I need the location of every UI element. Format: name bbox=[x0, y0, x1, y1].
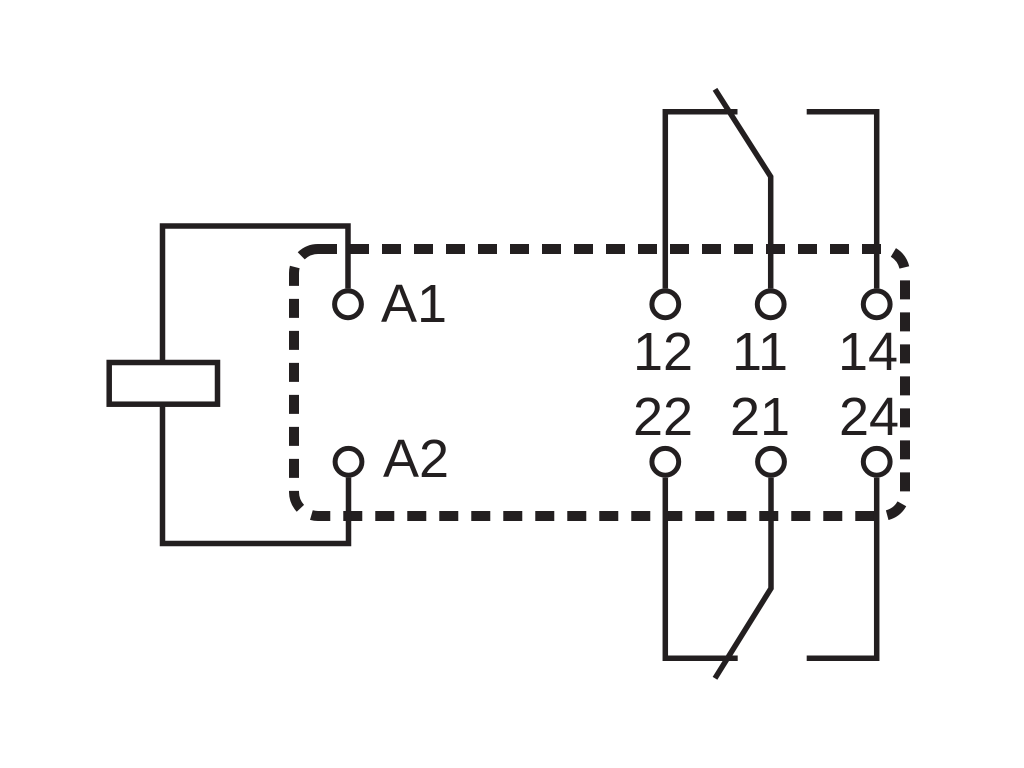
coil-symbol bbox=[106, 359, 221, 407]
relay-body-outline bbox=[289, 244, 910, 521]
coil-wire-lower bbox=[159, 404, 352, 547]
contact2-nc-wire-22 bbox=[662, 477, 738, 662]
terminal-14-circle bbox=[860, 288, 893, 321]
contact2-common-wire-21 bbox=[712, 477, 774, 680]
contact2-no-wire-24 bbox=[806, 477, 880, 662]
terminal-a2-label: A2 bbox=[383, 429, 449, 489]
terminal-22-label: 22 bbox=[633, 387, 693, 447]
terminal-24-circle bbox=[860, 445, 893, 478]
terminal-21-circle bbox=[755, 445, 787, 478]
terminal-21-label: 21 bbox=[730, 387, 790, 447]
contact1-no-wire-14 bbox=[806, 108, 880, 289]
terminal-12-circle bbox=[649, 288, 682, 321]
terminal-22-circle bbox=[649, 445, 682, 478]
terminal-24-label: 24 bbox=[839, 387, 899, 447]
terminal-a2-circle bbox=[332, 445, 365, 478]
terminal-14-label: 14 bbox=[838, 322, 898, 382]
contact1-nc-wire-12 bbox=[662, 108, 738, 289]
terminal-a1-circle bbox=[332, 288, 364, 321]
terminal-11-label: 11 bbox=[732, 322, 788, 382]
terminal-a1-label: A1 bbox=[381, 274, 447, 334]
terminal-11-circle bbox=[754, 288, 787, 321]
coil-wire-upper bbox=[159, 223, 351, 363]
contact1-common-wire-11 bbox=[712, 87, 774, 289]
terminal-12-label: 12 bbox=[633, 322, 693, 382]
